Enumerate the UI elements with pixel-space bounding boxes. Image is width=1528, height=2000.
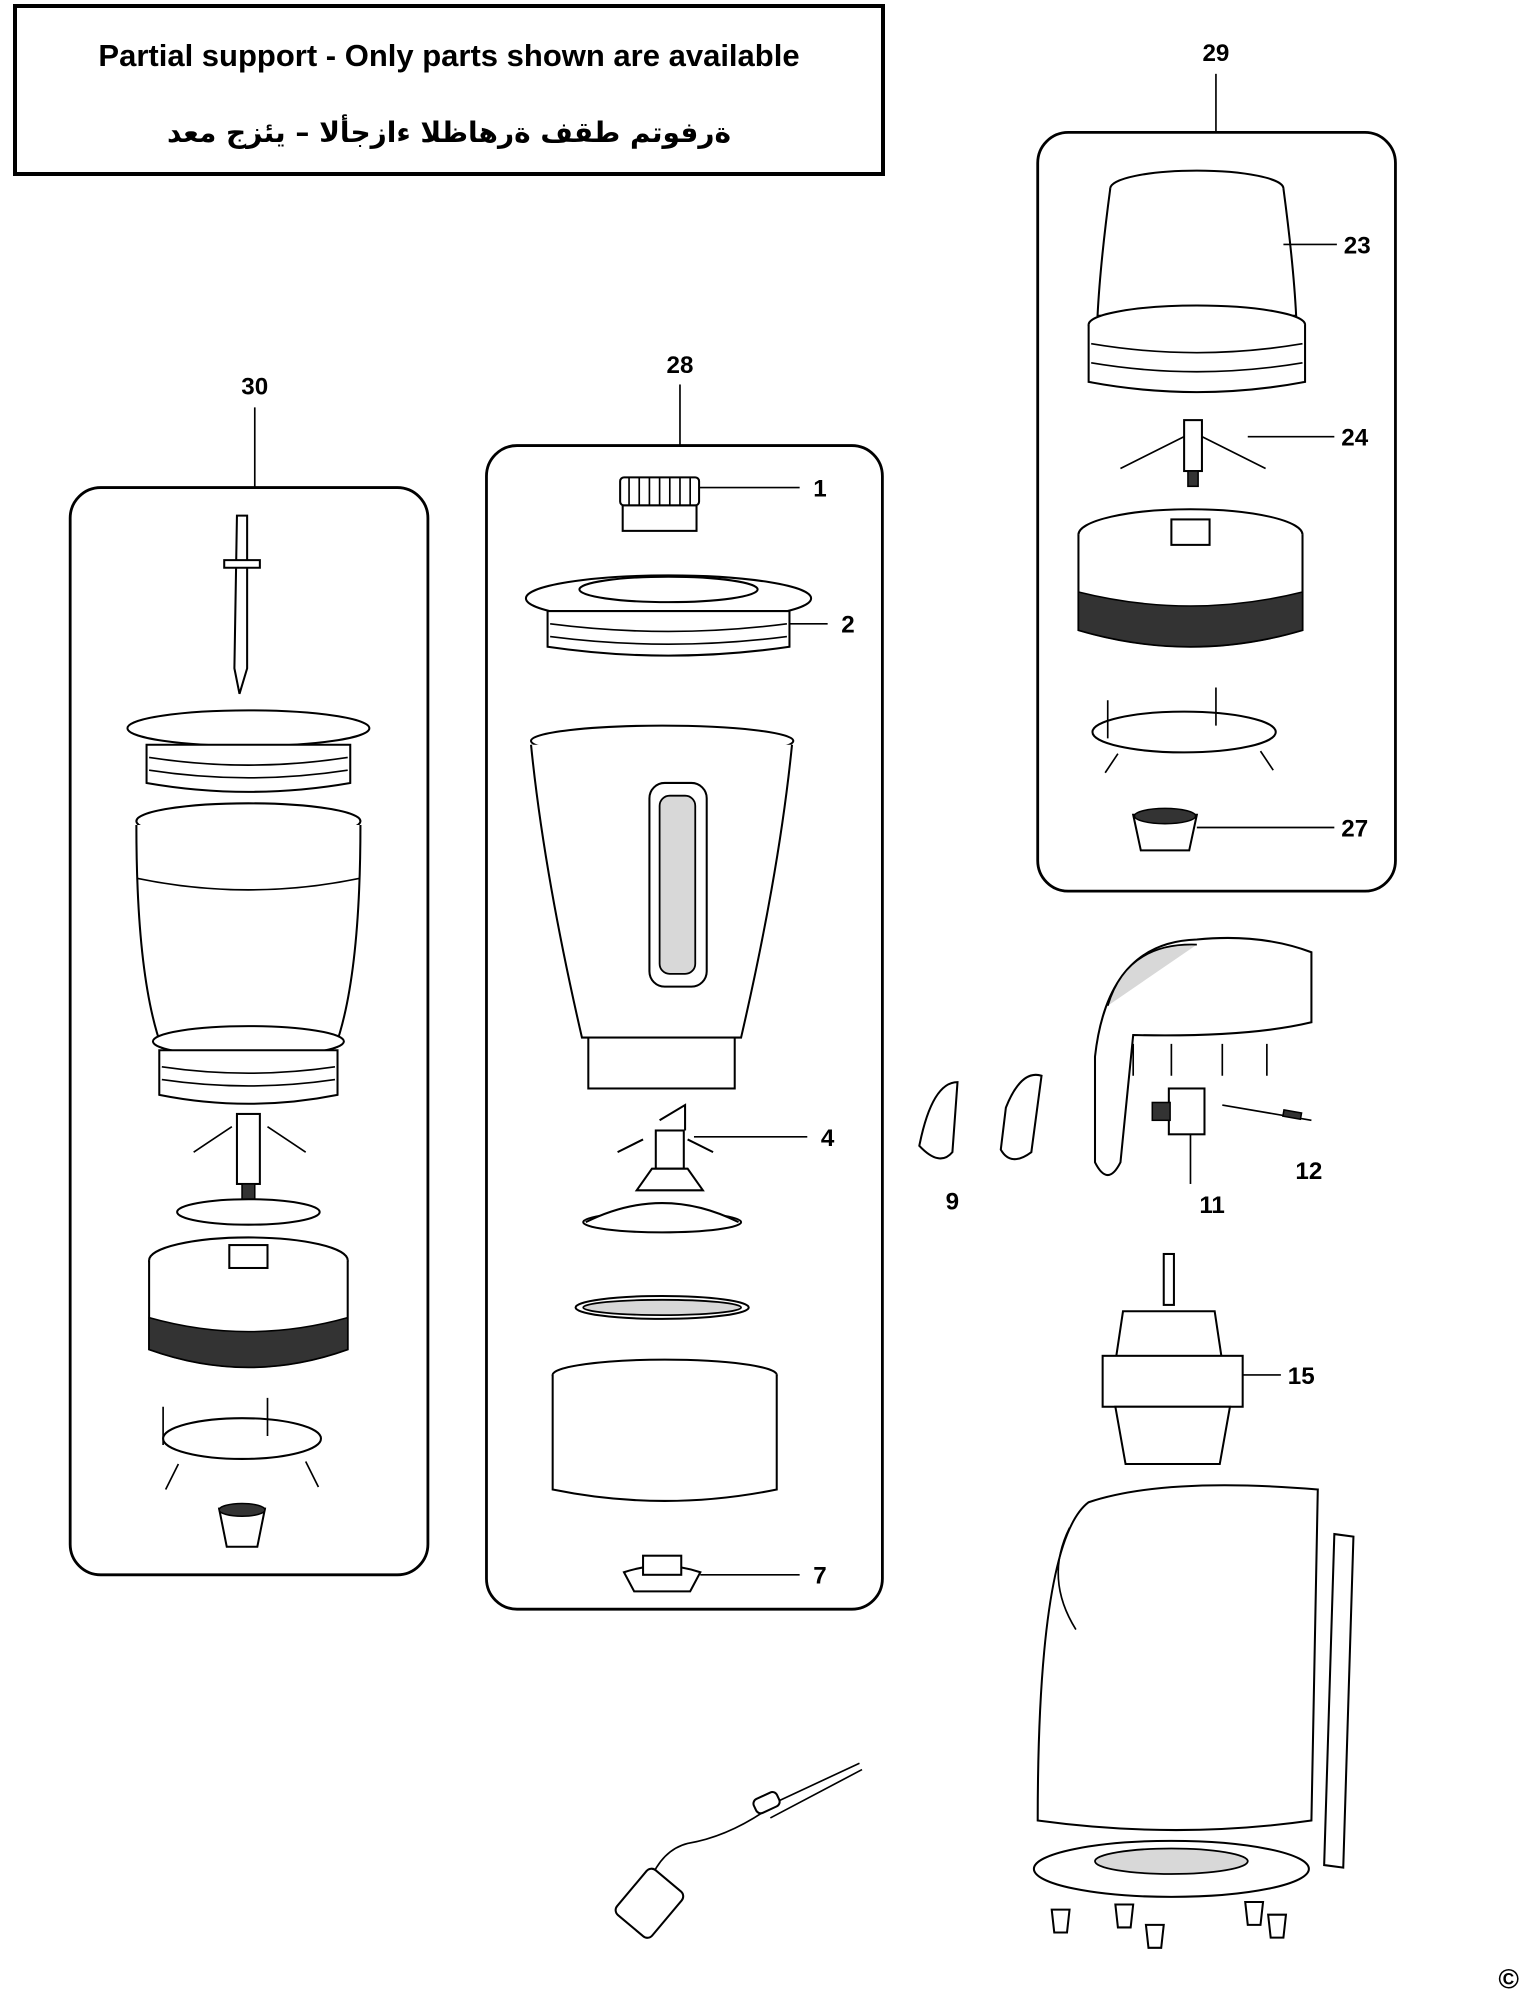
button-cover[interactable] [918,1081,959,1160]
part-label-4[interactable]: 4 [821,1125,835,1152]
part-label-7[interactable]: 7 [813,1563,826,1590]
seal-30[interactable] [176,1198,321,1226]
group-28-box [485,444,884,1611]
group-28: 28 [485,352,884,1611]
side-panel[interactable] [1323,1532,1355,1869]
notice-english: Partial support - Only parts shown are a… [98,38,800,73]
mill-cup[interactable] [1096,188,1298,317]
plug[interactable] [613,1866,686,1940]
blade-30[interactable] [235,1112,261,1185]
group-label-30[interactable]: 30 [241,374,268,401]
lid-30[interactable] [126,709,371,748]
power-cord[interactable] [763,1762,863,1819]
group-label-28[interactable]: 28 [667,352,694,379]
motor[interactable] [1114,1310,1224,1364]
jug-base[interactable] [551,1374,778,1502]
part-label-12[interactable]: 12 [1295,1158,1322,1185]
blade-assembly[interactable] [617,1103,714,1154]
motor-unit-parts: 9 11 12 15 [613,936,1355,1949]
group-30-parts [126,514,371,1548]
copyright-symbol: © [1498,1964,1519,1995]
spatula[interactable] [233,514,249,695]
button-frame[interactable] [999,1073,1043,1161]
switch[interactable] [1167,1087,1206,1136]
part-label-23[interactable]: 23 [1344,232,1371,259]
motor-housing[interactable] [1036,1484,1319,1832]
part-label-2[interactable]: 2 [841,612,854,639]
group-29: 29 [1036,40,1397,893]
part-label-1[interactable]: 1 [813,475,826,502]
group-30-box [68,486,430,1577]
group-29-parts: 23 24 27 [1077,169,1371,852]
mill-blade[interactable] [1120,435,1266,470]
mill-retainer[interactable] [1091,710,1277,754]
notice-arabic: دعم جزئي – الأجزاء الظاهرة فقط متوفرة [166,116,731,149]
part-label-24[interactable]: 24 [1341,425,1368,452]
part-label-15[interactable]: 15 [1288,1363,1315,1390]
cup-30[interactable] [135,824,362,1049]
part-label-11[interactable]: 11 [1199,1192,1225,1219]
part-label-27[interactable]: 27 [1341,815,1368,842]
group-28-parts: 1 2 4 7 [524,475,855,1593]
retainer-30[interactable] [162,1417,322,1460]
part-label-9[interactable]: 9 [946,1188,959,1215]
group-label-29[interactable]: 29 [1202,40,1229,67]
feet[interactable] [1050,1900,1288,1949]
availability-notice: Partial support - Only parts shown are a… [13,4,885,176]
group-30: 30 [68,374,430,1577]
